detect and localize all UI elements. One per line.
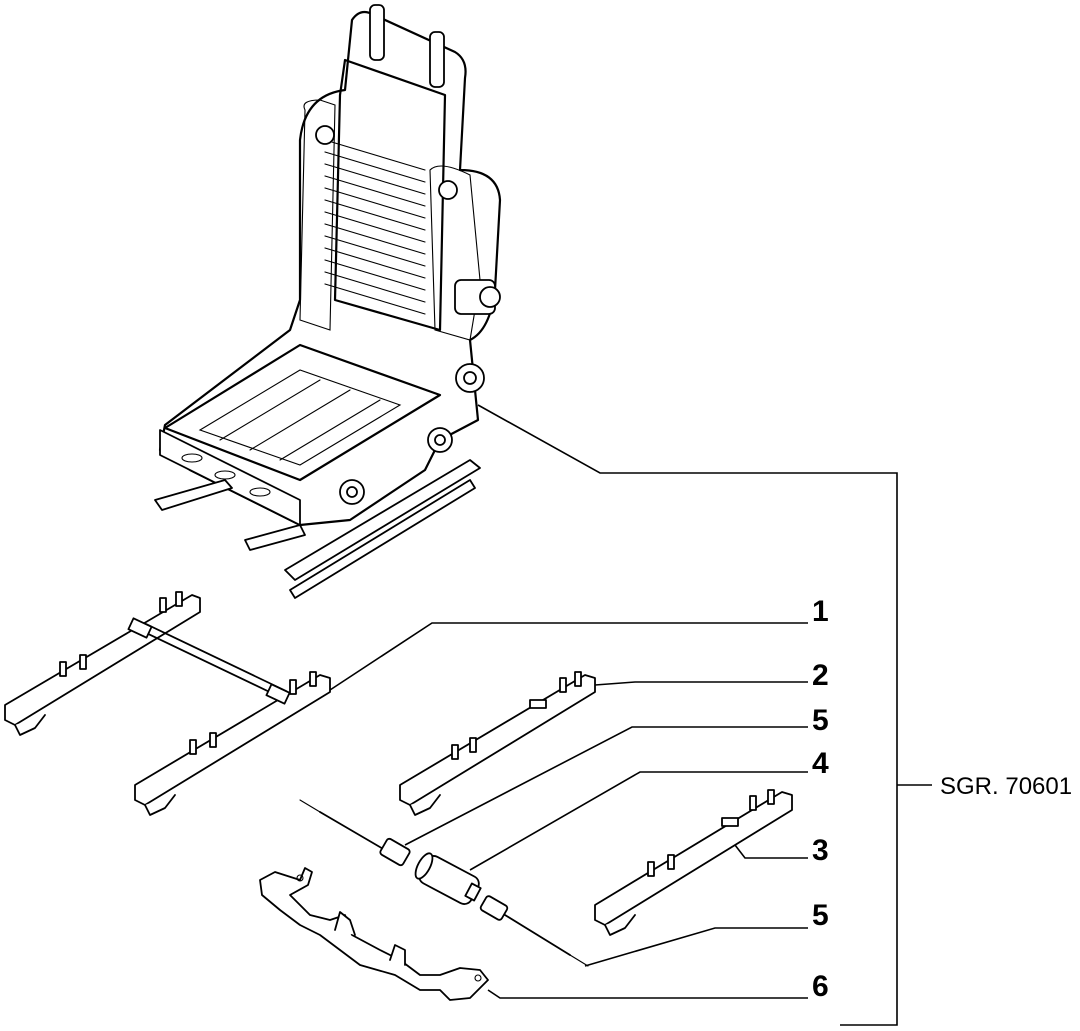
- leader-lines: [329, 404, 932, 1026]
- part-6-bracket-bar: [259, 867, 489, 1001]
- callout-4: 4: [812, 747, 829, 780]
- seat-frame-assembly: [154, 4, 502, 599]
- callout-1: 1: [812, 595, 829, 628]
- callout-5-lower: 5: [812, 899, 829, 932]
- part-1-seat-rail-pair: [4, 591, 331, 816]
- reference-code-label: SGR. 70601: [940, 773, 1072, 800]
- backrest-slats: [324, 139, 426, 315]
- part-4-electric-motor: [414, 852, 482, 905]
- callout-5-upper: 5: [812, 704, 829, 737]
- part-2-seat-rail: [399, 671, 596, 816]
- part-5-drive-cable-upper: [299, 799, 411, 867]
- callout-2: 2: [812, 659, 829, 692]
- callout-labels: 1 2 5 4 3 5 6: [812, 595, 829, 1003]
- callout-3: 3: [812, 834, 829, 867]
- part-5-drive-cable-lower: [479, 895, 589, 967]
- callout-6: 6: [812, 970, 829, 1003]
- part-3-seat-rail: [594, 789, 793, 936]
